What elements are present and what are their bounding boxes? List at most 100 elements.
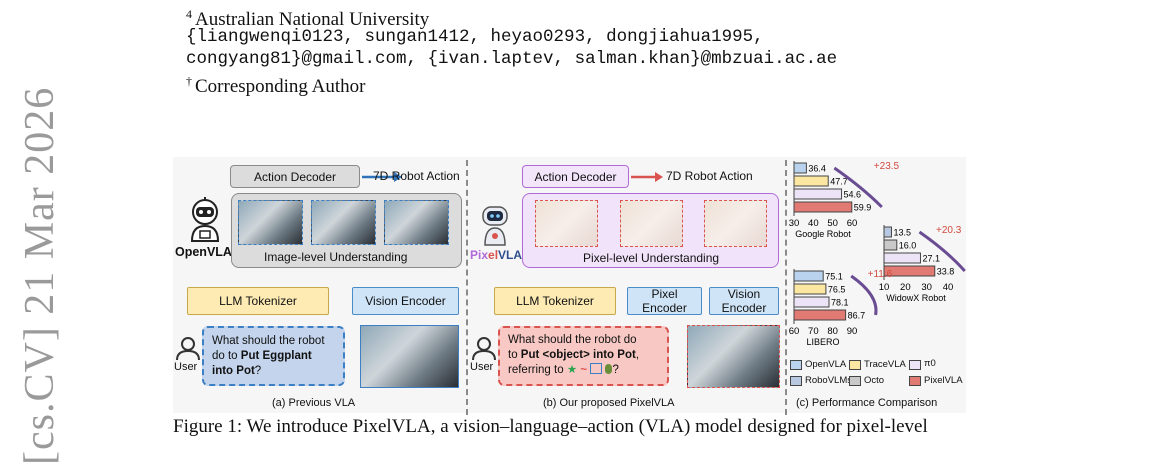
action-decoder-a: Action Decoder <box>230 165 360 188</box>
output-label-a: 7D Robot Action <box>373 169 460 183</box>
prompt-bubble-a: What should the robot do to Put Eggplant… <box>202 326 345 386</box>
frame-thumbnail <box>384 200 449 245</box>
email-line-2: congyang81}@gmail.com, {ivan.laptev, sal… <box>186 49 838 69</box>
legend-swatch <box>849 360 861 370</box>
tick-label: 60 <box>847 218 858 229</box>
affiliation-text: Australian National University <box>195 9 430 30</box>
gain-label: +23.5 <box>874 161 900 172</box>
model-name-b-mid: el <box>488 248 499 262</box>
model-name-b: PixelVLA <box>470 248 522 262</box>
bar <box>793 175 829 187</box>
model-name-b-prefix: Pix <box>470 248 489 262</box>
caption-a: (a) Previous VLA <box>272 397 356 409</box>
prompt-b-line1: What should the robot do <box>508 334 637 346</box>
tick-label: 50 <box>827 218 838 229</box>
legend-label: OpenVLA <box>805 359 847 370</box>
prompt-b-comma: , <box>635 349 640 361</box>
bar-value-label: 76.5 <box>828 285 846 295</box>
prompt-b-line3: referring to ★ ~ ? <box>508 363 659 378</box>
frame-thumbnail <box>238 200 303 245</box>
corresponding-text: Corresponding Author <box>195 76 366 97</box>
bar <box>793 283 827 295</box>
prompt-a-bold-2: into Pot <box>212 365 255 377</box>
user-icon <box>176 337 200 361</box>
caption-c: (c) Performance Comparison <box>796 397 938 409</box>
bar-value-label: 47.7 <box>830 177 848 187</box>
eggplant-icon <box>605 364 613 374</box>
tick-label: 70 <box>808 326 819 337</box>
bar-value-label: 36.4 <box>808 164 826 174</box>
robot-icon <box>190 197 220 242</box>
prompt-a-bold-1: Put Eggplant <box>240 350 312 362</box>
gain-arrow <box>918 230 966 272</box>
prompt-b-line2: to Put <object> into Pot, <box>508 348 659 363</box>
panel-divider <box>785 160 787 415</box>
legend-swatch <box>909 360 921 370</box>
output-label-b: 7D Robot Action <box>666 169 753 183</box>
gain-arrow <box>850 274 878 316</box>
legend-swatch <box>849 376 861 386</box>
action-decoder-b: Action Decoder <box>522 165 629 188</box>
tick-label: 60 <box>789 326 800 337</box>
prompt-a-line1: What should the robot <box>212 335 325 347</box>
scene-image-b <box>687 325 780 388</box>
tick-label: 80 <box>827 326 838 337</box>
bar-value-label: 86.7 <box>848 311 866 321</box>
bar-value-label: 13.5 <box>893 228 911 238</box>
caption-b: (b) Our proposed PixelVLA <box>543 397 675 409</box>
axis-label: Google Robot <box>795 229 851 239</box>
frame-thumbnail <box>535 200 598 247</box>
frame-thumbnail <box>704 200 767 247</box>
frame-thumbnail <box>311 200 376 245</box>
user-label-b: User <box>470 361 494 373</box>
vision-encoder-a: Vision Encoder <box>352 287 459 315</box>
prompt-b-referring: referring to <box>508 364 564 376</box>
legend-label: TraceVLA <box>864 359 906 370</box>
arrow-icon <box>631 172 663 182</box>
tick-label: 20 <box>900 282 911 293</box>
gain-label: +11.6 <box>868 269 893 280</box>
bar <box>793 270 824 282</box>
bar <box>793 309 847 321</box>
bar <box>793 201 853 213</box>
bar-value-label: 16.0 <box>899 241 917 251</box>
model-name-b-suffix: VLA <box>498 248 523 262</box>
understanding-label-b: Pixel-level Understanding <box>583 251 720 265</box>
tick-label: 40 <box>808 218 819 229</box>
tick-label: 30 <box>921 282 932 293</box>
affiliation-mark: 4 <box>186 7 192 21</box>
bar-value-label: 75.1 <box>825 272 843 282</box>
corresponding-mark: † <box>186 74 192 88</box>
robot-icon <box>482 206 508 246</box>
pixel-encoder-line1: Pixel <box>651 287 678 301</box>
corresponding-line: †Corresponding Author <box>186 70 365 98</box>
panel-divider <box>466 160 468 415</box>
prompt-a-line2: do to Put Eggplant <box>212 349 335 364</box>
tick-label: 40 <box>943 282 954 293</box>
gain-arrow <box>833 166 883 209</box>
legend-swatch <box>909 376 921 386</box>
scene-image-a <box>360 325 459 388</box>
bar-value-label: 78.1 <box>831 298 849 308</box>
vision-encoder-line1: Vision <box>727 287 761 301</box>
prompt-b-end: ? <box>612 364 619 376</box>
legend-swatch <box>790 376 802 386</box>
bar-value-label: 27.1 <box>922 254 940 264</box>
gain-label: +20.3 <box>936 225 962 236</box>
bar <box>883 226 892 238</box>
bar <box>793 188 843 200</box>
prompt-a-line3: into Pot? <box>212 364 335 379</box>
user-icon <box>472 337 496 361</box>
bar <box>793 296 830 308</box>
llm-tokenizer-b: LLM Tokenizer <box>494 287 616 315</box>
legend-label: Octo <box>864 375 885 386</box>
figure-caption: Figure 1: We introduce PixelVLA, a visio… <box>173 416 928 437</box>
prompt-a-end: ? <box>254 365 262 377</box>
prompt-a-pre: do to <box>212 350 241 362</box>
user-label-a: User <box>174 361 198 373</box>
frame-thumbnail <box>620 200 683 247</box>
email-line-1: {liangwenqi0123, sungan1412, heyao0293, … <box>186 27 764 47</box>
axis-label: LIBERO <box>806 337 839 347</box>
llm-tokenizer-a: LLM Tokenizer <box>187 287 329 315</box>
